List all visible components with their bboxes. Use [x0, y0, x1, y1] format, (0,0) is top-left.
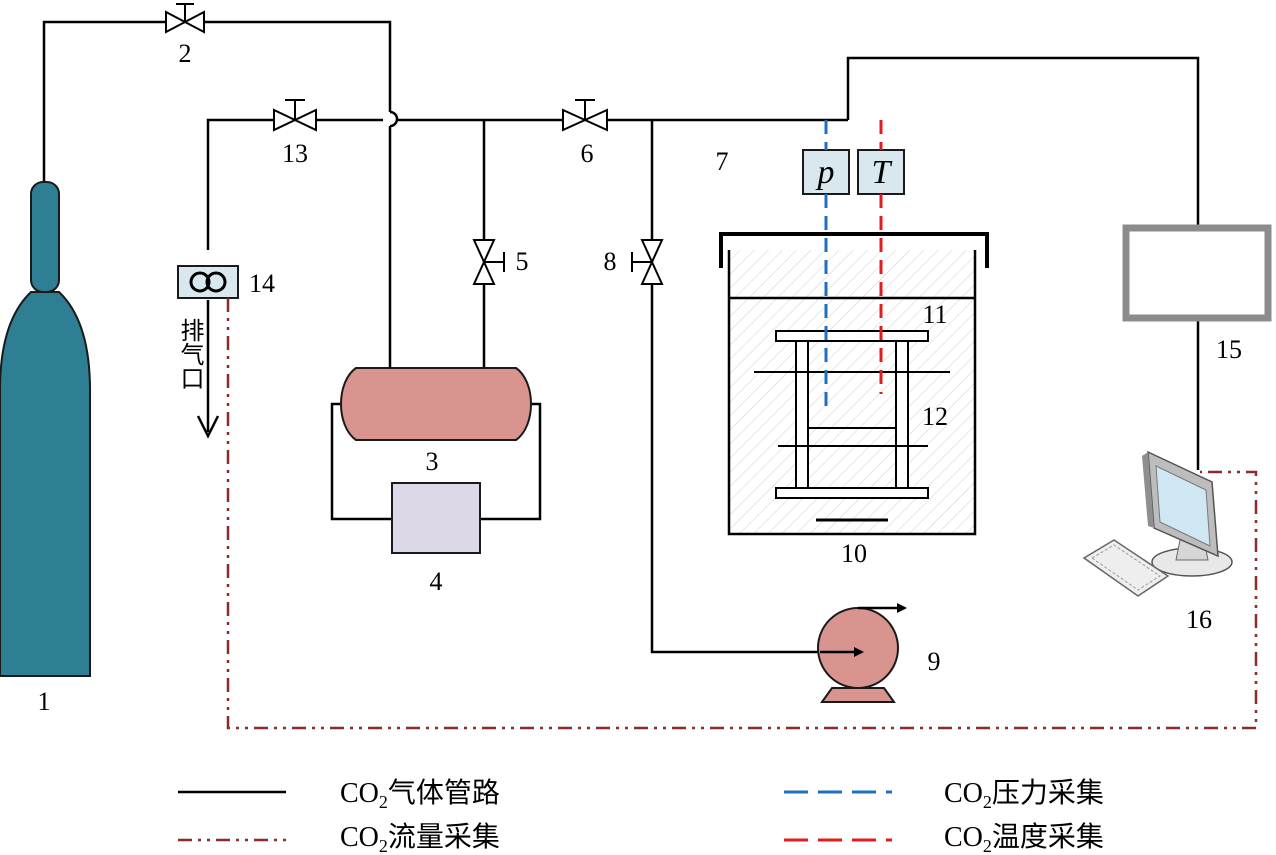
reaction-vessel	[719, 232, 989, 536]
label-12: 12	[922, 402, 948, 431]
label-5: 5	[516, 247, 529, 276]
pressure-gauge-label: p	[816, 154, 835, 191]
label-6: 6	[581, 139, 594, 168]
temperature-gauge-label: T	[872, 154, 893, 191]
temperature-gauge: T	[857, 149, 905, 195]
label-2: 2	[179, 39, 192, 68]
legend-gas-pipeline: CO2气体管路	[340, 777, 500, 812]
vacuum-pump	[817, 603, 907, 703]
label-15: 15	[1216, 335, 1242, 364]
valve-8[interactable]	[631, 239, 664, 285]
label-13: 13	[282, 139, 308, 168]
computer-icon	[1082, 450, 1233, 597]
flowmeter	[177, 265, 239, 299]
label-16: 16	[1186, 605, 1212, 634]
valve-2[interactable]	[165, 3, 205, 34]
label-14: 14	[249, 269, 275, 298]
legend: CO2气体管路 CO2流量采集 CO2压力采集 CO2温度采集	[178, 777, 1104, 855]
label-7: 7	[716, 147, 729, 176]
exhaust-label: 排气口	[176, 318, 204, 390]
valve-6[interactable]	[562, 99, 608, 132]
label-11: 11	[922, 300, 947, 329]
label-8: 8	[604, 247, 617, 276]
valve-13[interactable]	[273, 99, 317, 132]
device-4-box	[391, 482, 481, 554]
legend-pressure-collect: CO2压力采集	[944, 777, 1104, 812]
legend-flow-collect: CO2流量采集	[340, 821, 500, 855]
label-9: 9	[928, 647, 941, 676]
label-4: 4	[430, 567, 443, 596]
label-3: 3	[426, 447, 439, 476]
gas-tank	[340, 367, 532, 441]
flow-signal-line	[226, 298, 1258, 730]
label-1: 1	[38, 687, 51, 716]
data-acquisition-display	[1122, 224, 1272, 322]
valve-5[interactable]	[472, 239, 505, 285]
pressure-gauge: p	[802, 149, 850, 195]
label-10: 10	[841, 539, 867, 568]
co2-cylinder	[0, 181, 91, 677]
gas-pipelines	[42, 20, 1200, 654]
legend-temperature-collect: CO2温度采集	[944, 821, 1104, 855]
